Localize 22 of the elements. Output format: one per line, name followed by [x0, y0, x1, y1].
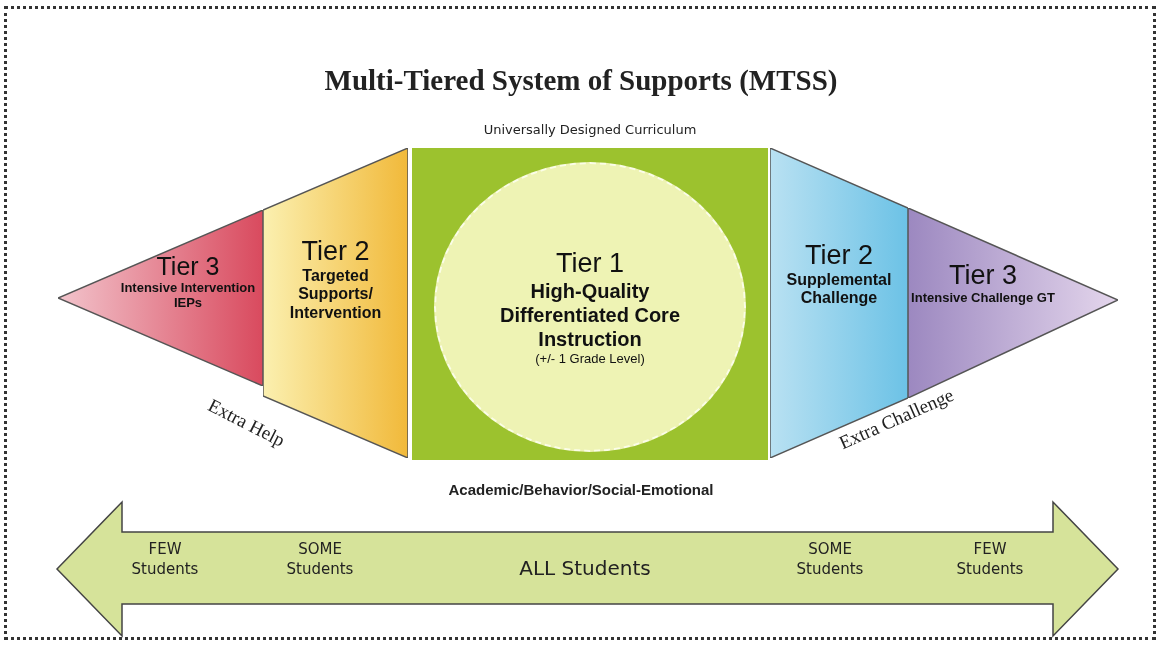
tier-heading: Tier 3 [948, 260, 1018, 292]
tier-heading: Tier 1 [555, 247, 625, 280]
curriculum-heading: Universally Designed Curriculum [482, 121, 698, 139]
double-arrow-band [55, 500, 1120, 638]
grade-level-note: (+/- 1 Grade Level) [534, 351, 646, 367]
tier-description: Targeted Supports/ Intervention [288, 267, 383, 323]
student-count-label: SOME Students [285, 540, 355, 579]
tier-description: Supplemental Challenge [785, 271, 893, 308]
tier-heading: Tier 2 [300, 236, 371, 268]
side-label: Extra Help [204, 394, 289, 451]
student-count-label: ALL Students [518, 555, 652, 581]
domain-label: Academic/Behavior/Social-Emotional [448, 481, 714, 498]
tier-description: Intensive Challenge GT [910, 291, 1056, 306]
tier-section [58, 210, 263, 386]
tier-heading: Tier 3 [155, 252, 221, 281]
tier-heading: Tier 2 [804, 240, 874, 272]
tier-description: High-Quality Differentiated Core Instruction [499, 279, 681, 352]
student-count-label: FEW Students [130, 540, 200, 579]
tier-description: Intensive Intervention IEPs [119, 280, 257, 311]
student-count-label: FEW Students [955, 540, 1025, 579]
student-count-label: SOME Students [795, 540, 865, 579]
title: Multi-Tiered System of Supports (MTSS) [324, 64, 838, 96]
